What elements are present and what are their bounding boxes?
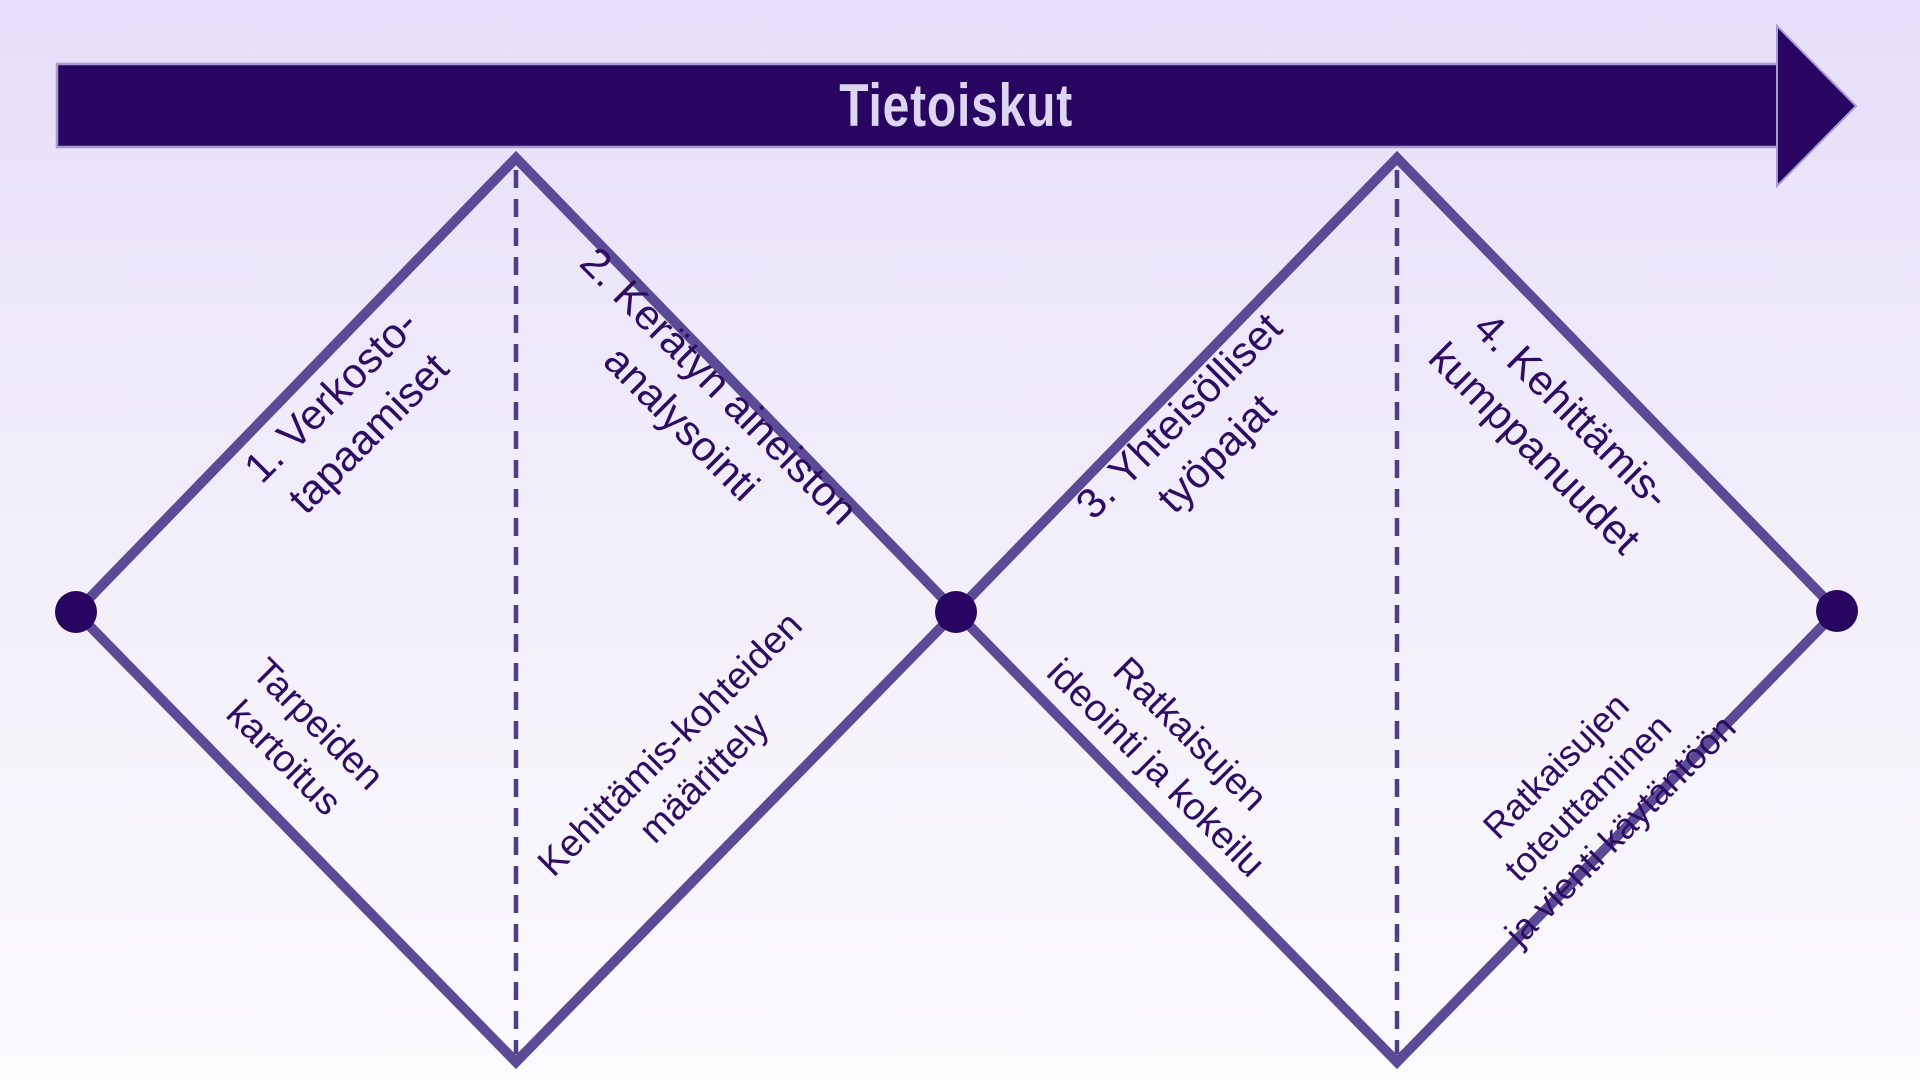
node-dot-right bbox=[1816, 590, 1858, 632]
node-dot-middle bbox=[935, 591, 977, 633]
diamond-1-outline bbox=[69, 150, 963, 1070]
timeline-arrowhead-icon bbox=[1776, 23, 1858, 189]
node-dot-left bbox=[55, 591, 97, 633]
diamond-2-outline bbox=[949, 150, 1844, 1070]
timeline-arrow-bar bbox=[55, 62, 1781, 149]
